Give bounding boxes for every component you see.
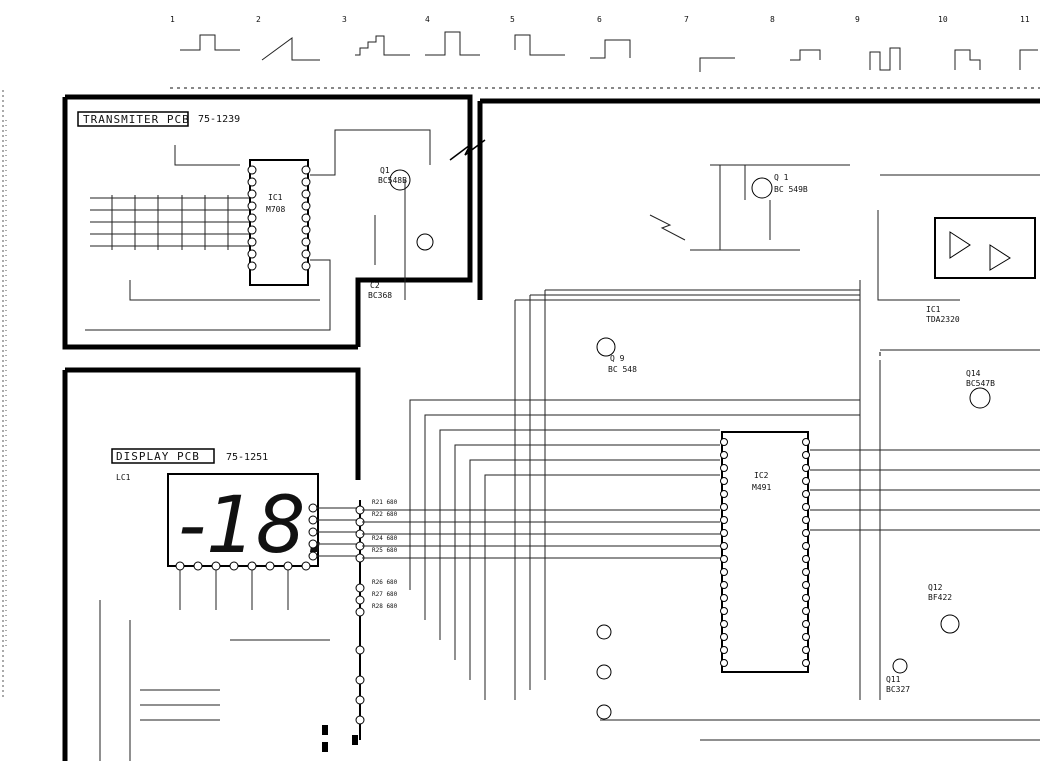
- bottom-left-components: [99, 600, 330, 761]
- wave-marker: 1: [170, 15, 175, 24]
- wave-marker: 7: [684, 15, 689, 24]
- ic2-label: IC2: [754, 471, 769, 480]
- transmitter-board: TRANSMITER PCB 75-1239 IC1 M708: [77, 111, 486, 331]
- display-board: DISPLAY PCB 75-1251 LC1 -18.: [111, 448, 360, 610]
- wave-marker: 6: [597, 15, 602, 24]
- q9-part: BC 548: [608, 365, 637, 374]
- tx-ic-part: M708: [266, 205, 285, 214]
- resistor-label: R22 680: [372, 511, 398, 518]
- display-code: 75-1251: [226, 452, 268, 463]
- connector-column: [355, 500, 365, 740]
- scan-edge: [2, 90, 7, 700]
- tx-q2-part: BC368: [368, 291, 392, 300]
- tx-q1-part: BC548B: [378, 176, 407, 185]
- rx-q1-label: Q 1: [774, 173, 789, 182]
- q12-label: Q12: [928, 583, 943, 592]
- ic2-part: M491: [752, 483, 771, 492]
- waveform-strip: [180, 31, 1038, 72]
- resistor-label: R21 680: [372, 499, 398, 506]
- q11-label: Q11: [886, 675, 901, 684]
- transmitter-code: 75-1239: [198, 114, 240, 125]
- wave-marker: 8: [770, 15, 775, 24]
- resistor-label: R25 680: [372, 547, 398, 554]
- wave-marker: 10: [938, 15, 948, 24]
- display-title: DISPLAY PCB: [116, 450, 200, 463]
- rx-ic1-part: TDA2320: [926, 315, 960, 324]
- wave-marker: 11: [1020, 15, 1030, 24]
- wave-marker: 9: [855, 15, 860, 24]
- waveform-markers: 1 2 3 4 5 6 7 8 9 10 11: [170, 15, 1030, 24]
- bottom-left-pads: [322, 725, 358, 752]
- wave-marker: 3: [342, 15, 347, 24]
- tx-q2-label: C2: [370, 281, 380, 290]
- pcb-boundaries: [62, 94, 1040, 761]
- lower-section: Q 9 BC 548 Q11 BC327 Q12 BF422: [596, 337, 960, 720]
- rx-q14-label: Q14: [966, 369, 981, 378]
- q11-part: BC327: [886, 685, 910, 694]
- resistor-label: R24 680: [372, 535, 398, 542]
- q9-label: Q 9: [610, 354, 625, 363]
- lc-label: LC1: [116, 473, 131, 482]
- seven-segment-readout: -18.: [178, 481, 330, 571]
- tx-q1-label: Q1: [380, 166, 390, 175]
- bus-wiring: [362, 280, 1040, 741]
- resistor-label: R26 680: [372, 579, 398, 586]
- resistor-labels: R21 680 R22 680 R24 680 R25 680 R26 680 …: [372, 499, 398, 610]
- tx-ic-label: IC1: [268, 193, 283, 202]
- ic2-chip: IC2 M491: [720, 431, 810, 673]
- transmitter-title: TRANSMITER PCB: [83, 113, 190, 126]
- rx-q14-part: BC547B: [966, 379, 995, 388]
- rx-q1-part: BC 549B: [774, 185, 808, 194]
- resistor-label: R28 680: [372, 603, 398, 610]
- rx-ic1-label: IC1: [926, 305, 941, 314]
- wave-marker: 5: [510, 15, 515, 24]
- wave-marker: 2: [256, 15, 261, 24]
- receiver-section: Q 1 BC 549B IC1 TDA2320 Q14 BC547B: [649, 164, 1040, 409]
- resistor-label: R27 680: [372, 591, 398, 598]
- q12-part: BF422: [928, 593, 952, 602]
- wave-marker: 4: [425, 15, 430, 24]
